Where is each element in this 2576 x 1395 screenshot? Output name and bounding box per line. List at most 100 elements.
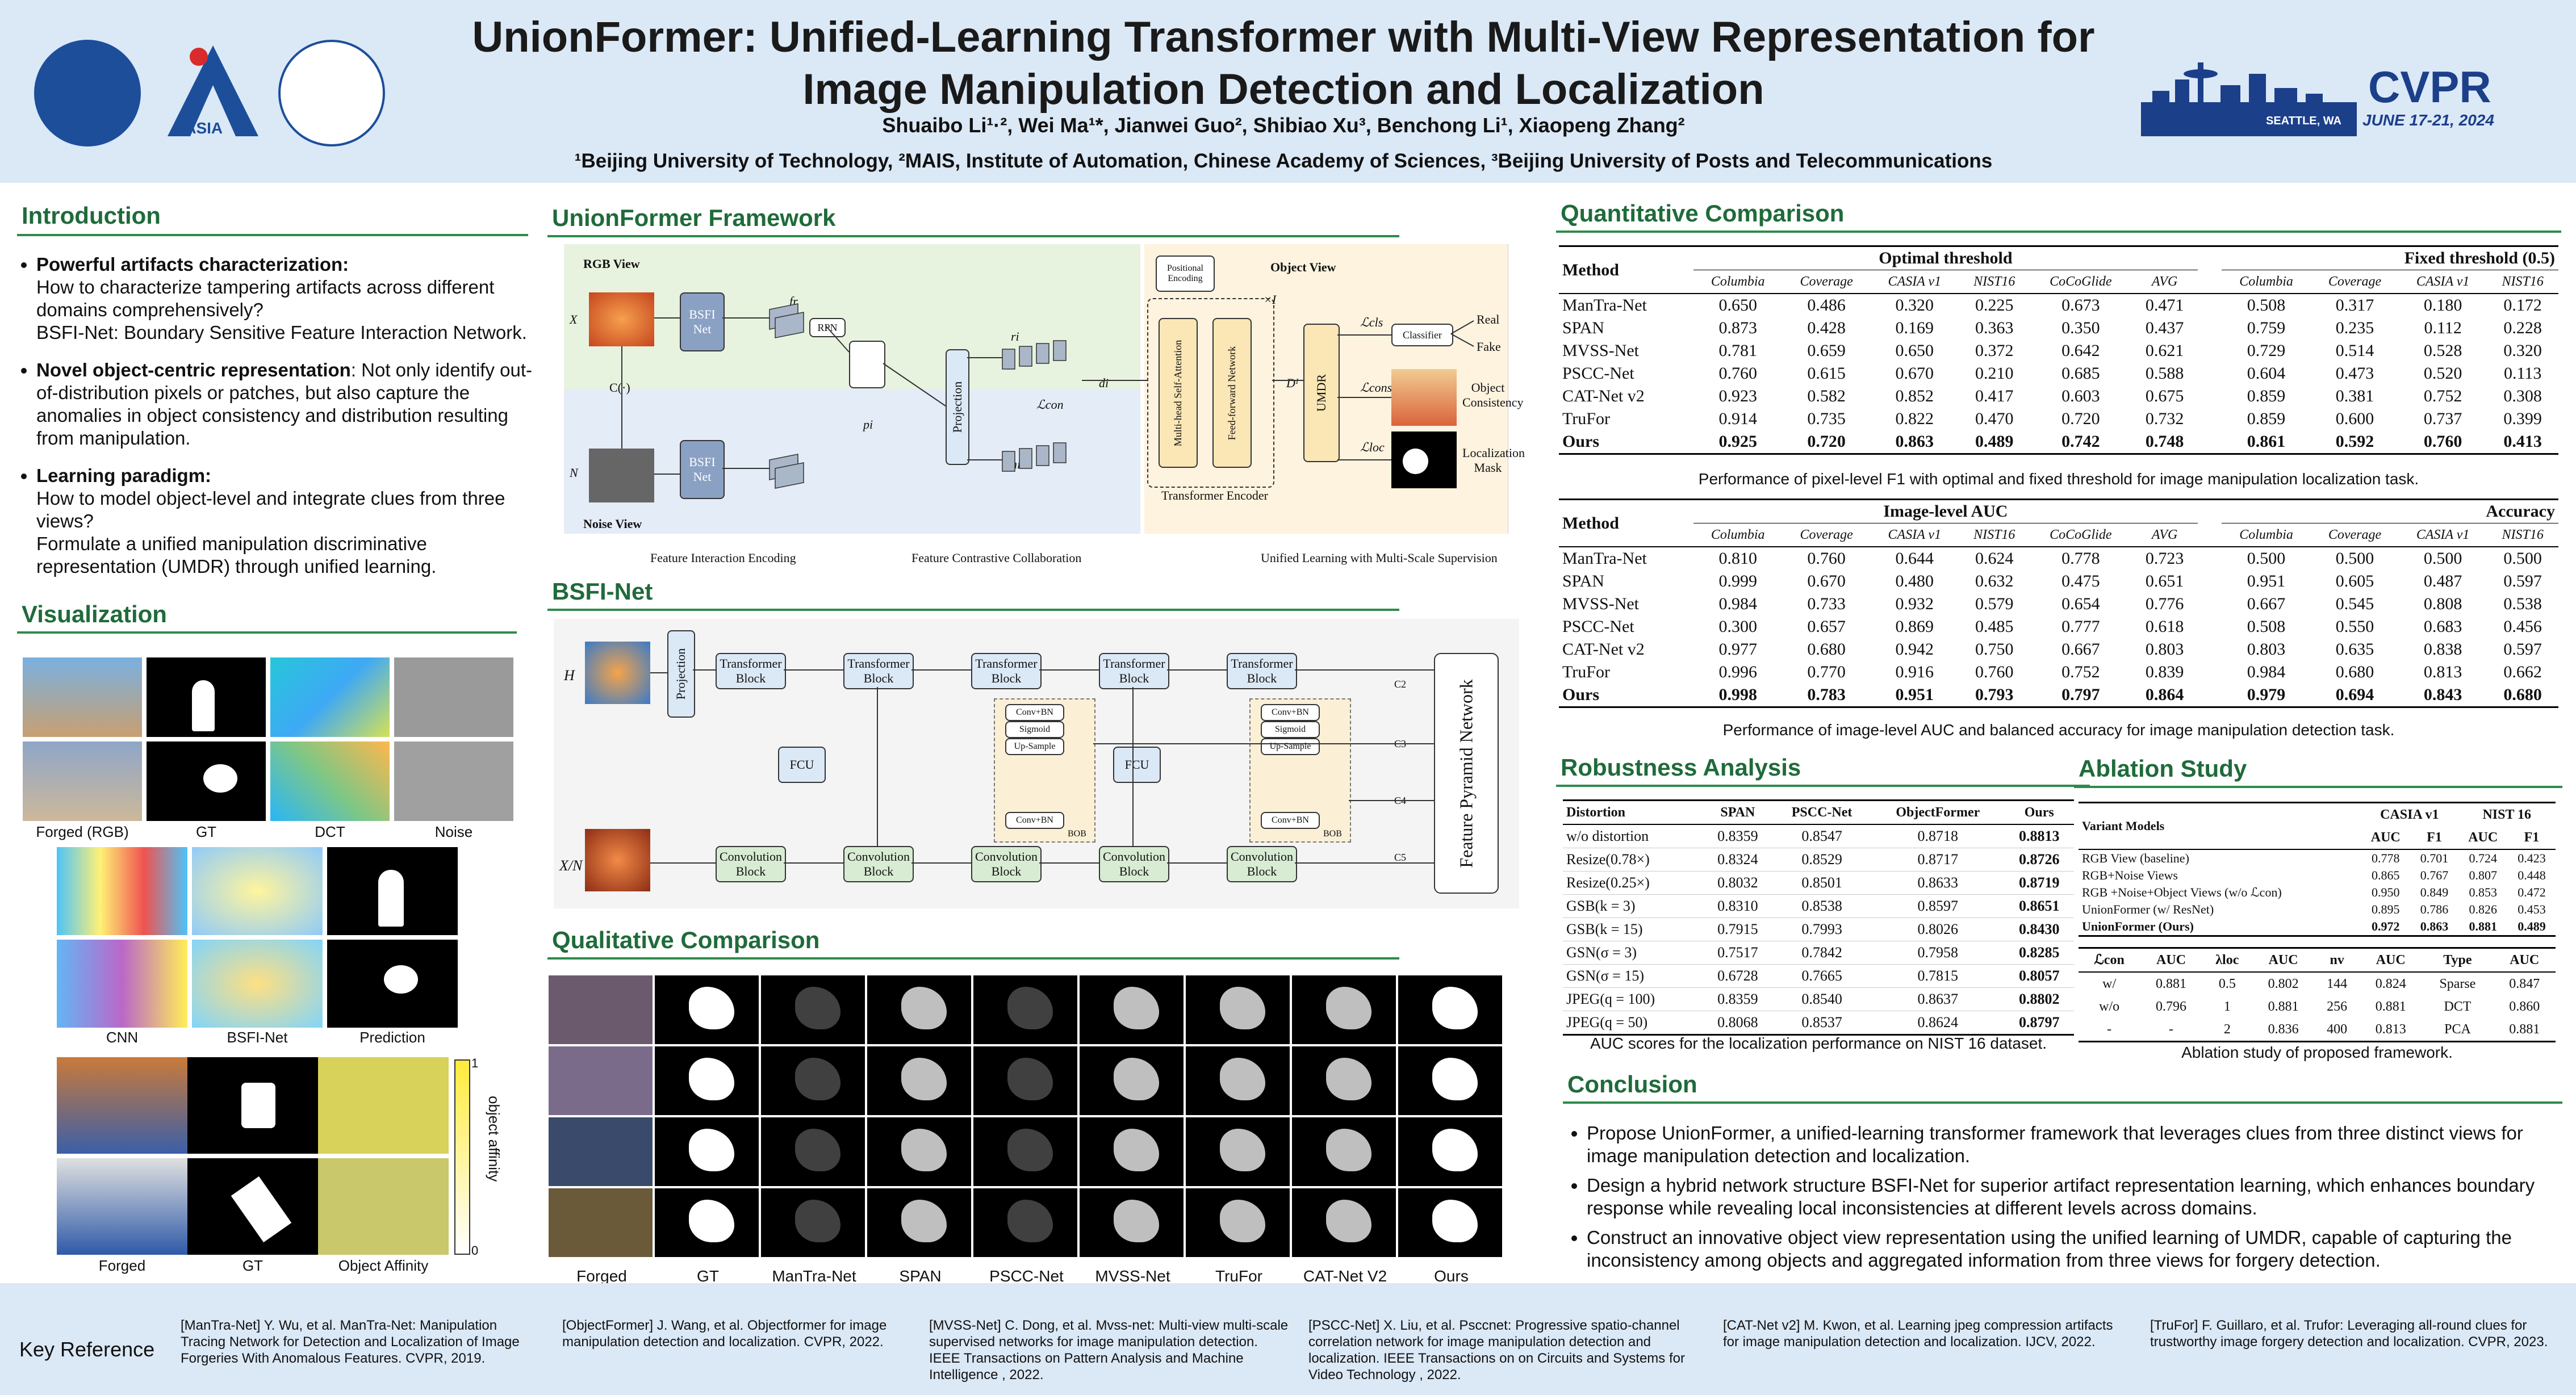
abl-cell: 0.826	[2469, 902, 2497, 916]
qt2-col-2: CASIA v1	[1888, 527, 1942, 542]
vis-gt-3	[187, 1057, 318, 1154]
qt2-method: TruFor	[1562, 663, 1610, 681]
qt1-cell: 0.363	[1975, 319, 2014, 337]
qual-mask	[1220, 1129, 1265, 1171]
qt2-cell: 0.843	[2423, 685, 2462, 704]
abl-small-cell: Sparse	[2439, 977, 2476, 991]
abl-small-cell: 0.881	[2375, 999, 2406, 1014]
qual-cell	[1186, 1117, 1290, 1186]
robust-cell: Resize(0.25×)	[1566, 874, 1650, 891]
qt1-cell: 0.235	[2335, 319, 2374, 337]
qt1-cell: 0.508	[2247, 296, 2286, 315]
colorbar-min: 0	[471, 1243, 479, 1258]
quantitative-divider	[1556, 231, 2561, 233]
qt1-cell: 0.760	[1718, 364, 1757, 383]
qt2-cell: 0.545	[2335, 594, 2374, 613]
projection-block: Projection	[946, 349, 969, 465]
bsfi-net-rgb: BSFI Net	[680, 292, 725, 351]
qt2-cell: 0.776	[2145, 594, 2184, 613]
qt1-cell: 0.399	[2503, 409, 2542, 428]
vis-label-noise: Noise	[434, 823, 473, 840]
qt2-col-1: Coverage	[1800, 527, 1853, 542]
abl-small-cell: 0.881	[2509, 1022, 2540, 1037]
qualitative-title: Qualitative Comparison	[552, 927, 820, 953]
qual-mask	[1432, 1129, 1478, 1171]
sym-lloc: ℒloc	[1360, 440, 1385, 454]
qt2-cell: 0.654	[2061, 594, 2100, 613]
quant-table-2-caption: Performance of image-level AUC and balan…	[1722, 721, 2395, 739]
qt2-cell: 0.803	[2145, 640, 2184, 659]
abl-small-cell: 0.802	[2268, 977, 2299, 991]
abl-small-cell: 0.860	[2509, 999, 2540, 1014]
qual-cell	[1292, 975, 1396, 1044]
qt1-cell: 0.732	[2145, 409, 2184, 428]
robust-header: PSCC-Net	[1791, 805, 1852, 820]
abl-cell: 0.767	[2420, 868, 2449, 882]
abl-cell: 0.786	[2420, 902, 2449, 916]
visualization-title: Visualization	[22, 601, 167, 627]
abl-sub: AUC	[2468, 830, 2498, 845]
robust-cell: 0.7915	[1717, 921, 1758, 937]
robust-cell: 0.8624	[1917, 1014, 1959, 1030]
abl-cell: 0.423	[2518, 851, 2546, 865]
stage2-label: Feature Contrastive Collaboration	[911, 551, 1082, 565]
qt1-col-1: Coverage	[1800, 274, 1853, 289]
bsfi-input-h	[585, 642, 650, 704]
robust-cell: 0.8813	[2019, 828, 2060, 844]
fpn-block: Feature Pyramid Network	[1434, 653, 1499, 894]
abl-cell: 0.865	[2372, 868, 2400, 882]
vis-gt-3-mask	[241, 1083, 275, 1128]
qt1-cell: 0.528	[2423, 341, 2462, 360]
qt2-cell: 0.760	[1975, 663, 2014, 681]
bsfi-diagram: H X/N Projection Transformer Block Trans…	[554, 619, 1519, 908]
qt2-cell: 0.487	[2423, 572, 2462, 590]
sym-x: X	[570, 312, 578, 326]
classifier-block: Classifier	[1391, 324, 1453, 346]
qt1-cell: 0.600	[2335, 409, 2374, 428]
robust-cell: 0.8633	[1917, 874, 1959, 891]
qual-mask	[689, 1129, 734, 1171]
casia-logo-text: CASIA	[173, 119, 223, 137]
robust-cell: 0.7993	[1801, 921, 1842, 937]
vis-forged-1	[23, 657, 142, 737]
qt1-gap-cell	[2198, 430, 2222, 454]
qual-mask	[795, 1129, 840, 1171]
qual-cell	[867, 1117, 971, 1186]
qual-mask	[901, 987, 947, 1029]
ablation-caption: Ablation study of proposed framework.	[2181, 1044, 2453, 1061]
rpn-block: RPN	[809, 318, 846, 337]
qt2-gap-cell	[2198, 547, 2222, 570]
qt1-cell: 0.748	[2145, 432, 2184, 451]
qt2-cell: 0.770	[1807, 663, 1846, 681]
abl-small-cell: -	[2169, 1022, 2174, 1037]
intro-body: Powerful artifacts characterization:How …	[17, 253, 540, 593]
abl-cell: 0.489	[2518, 919, 2546, 933]
robustness-divider	[1556, 785, 2090, 787]
qt2-cell: 0.644	[1895, 549, 1934, 568]
abl-small-h: Type	[2443, 953, 2472, 967]
framework-divider	[547, 235, 1399, 237]
robust-cell: 0.8547	[1801, 828, 1842, 844]
quant-table-1-caption: Performance of pixel-level F1 with optim…	[1698, 470, 2419, 488]
robust-cell: 0.8538	[1801, 898, 1842, 914]
abl-small-cell: 0.881	[2268, 999, 2299, 1014]
bupt-logo	[278, 40, 385, 146]
bsfi-projection: Projection	[667, 630, 695, 718]
qt2-cell: 0.723	[2145, 549, 2184, 568]
qt1-cell: 0.172	[2503, 296, 2542, 315]
qt1-method: TruFor	[1562, 409, 1610, 428]
conv-block-5: Convolution Block	[1227, 846, 1297, 882]
vis-gt-2	[147, 742, 266, 821]
